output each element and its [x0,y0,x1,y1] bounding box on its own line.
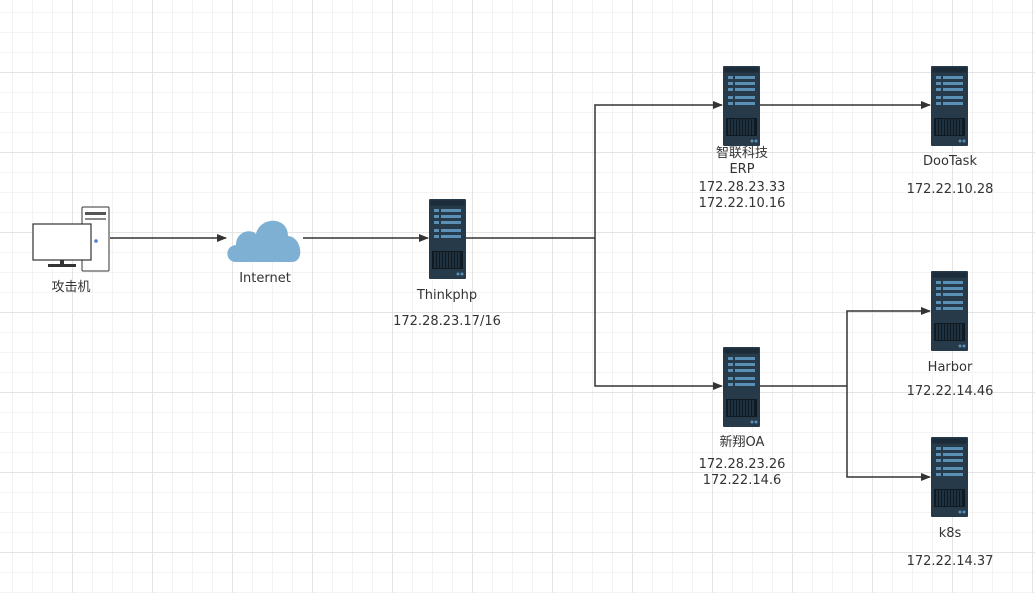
attacker-label: 攻击机 [51,280,91,295]
edge-oa-k8s [846,386,931,481]
edge-thinkphp-erp [594,101,723,238]
erp-label-line-2: ERP [729,162,755,177]
connectors [110,101,931,481]
oa-ip-1: 172.28.23.26 [698,457,786,472]
cloud-icon[interactable] [227,220,301,262]
server-icon-dootask[interactable] [931,66,968,146]
dootask-label: DooTask [923,154,977,169]
erp-ip-2: 172.22.10.16 [698,196,786,211]
k8s-label: k8s [938,526,962,541]
erp-label-line-1: 智联科技 [715,146,769,161]
dootask-ip: 172.22.10.28 [906,182,994,197]
erp-ip-1: 172.28.23.33 [698,180,786,195]
oa-ip-2: 172.22.14.6 [702,473,782,488]
server-icon-k8s[interactable] [931,437,968,517]
server-icon-erp[interactable] [723,66,760,146]
harbor-label: Harbor [927,360,973,375]
server-icon-thinkphp[interactable] [429,199,466,279]
internet-label: Internet [239,271,291,286]
harbor-ip: 172.22.14.46 [906,384,994,399]
desktop-pc-icon[interactable] [32,206,110,272]
thinkphp-ip: 172.28.23.17/16 [393,314,501,329]
server-icon-oa[interactable] [723,347,760,427]
oa-label: 新翔OA [719,435,765,450]
k8s-ip: 172.22.14.37 [906,554,994,569]
server-icon-harbor[interactable] [931,271,968,351]
thinkphp-label: Thinkphp [416,288,478,303]
edge-oa-harbor [846,307,931,386]
edge-thinkphp-oa [594,238,723,390]
